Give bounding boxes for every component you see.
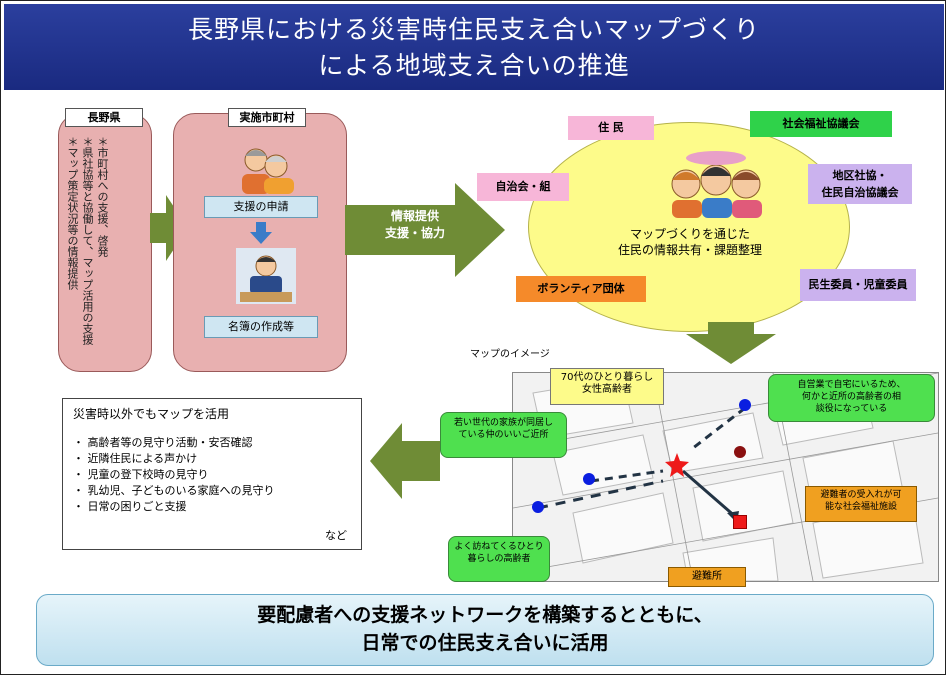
step-create-list: 名簿の作成等 [204, 316, 318, 338]
neighbor-marker [583, 473, 595, 485]
arrow-info-text: 情報提供 支援・協力 [360, 208, 470, 242]
conclusion-banner: 要配慮者への支援ネットワークを構築するとともに、 日常での住民支え合いに活用 [36, 594, 934, 666]
nagano-label: 長野県 [65, 108, 143, 127]
usage-etc: など [325, 529, 347, 542]
callout-elder: 70代のひとり暮らし 女性高齢者 [550, 368, 664, 405]
title-line2: による地域支え合いの推進 [318, 51, 630, 80]
residents-group-icon [671, 151, 762, 218]
arrow-down-icon [250, 222, 272, 244]
callout-facility: 避難者の受入れが可 能な社会福祉施設 [805, 486, 917, 522]
usage-item: ・ 近隣住民による声かけ [73, 452, 198, 465]
callout-visitor: よく訪ねてくるひとり 暮らしの高齢者 [448, 536, 550, 582]
usage-box: 災害時以外でもマップを活用 ・ 高齢者等の見守り活動・安否確認 ・ 近隣住民によ… [62, 398, 362, 550]
map-streets [513, 373, 938, 581]
conclusion-line2: 日常での住民支え合いに活用 [361, 632, 609, 654]
title-banner: 長野県における災害時住民支え合いマップづくり による地域支え合いの推進 [4, 4, 944, 90]
step-apply: 支援の申請 [204, 196, 318, 218]
self-employed-marker [739, 399, 751, 411]
nagano-item-3: ＊マップ策定状況等の情報提供 [66, 136, 79, 290]
usage-heading: 災害時以外でもマップを活用 [73, 407, 230, 421]
usage-item: ・ 日常の困りごと支援 [73, 500, 187, 513]
municipality-panel: 実施市町村 支援の申請 名簿の作成等 [173, 108, 347, 372]
usage-item: ・ 高齢者等の見守り活動・安否確認 [73, 436, 253, 449]
nagano-item-1: ＊市町村への支援、啓発 [96, 136, 109, 257]
tag-social-welfare-council: 社会福祉協議会 [750, 111, 892, 137]
facility-marker [734, 446, 746, 458]
usage-item: ・ 児童の登下校時の見守り [73, 468, 209, 481]
callout-young-family: 若い世代の家族が同居し ている仲のいいご近所 [440, 412, 567, 458]
tag-district-council: 地区社協・ 住民自治協議会 [808, 164, 912, 204]
tag-welfare-commissioners: 民生委員・児童委員 [800, 269, 916, 301]
arrow-down-large [686, 322, 776, 364]
municipality-label: 実施市町村 [228, 108, 306, 127]
elder-star-icon [665, 453, 689, 477]
tag-neighborhood-association: 自治会・組 [477, 173, 569, 201]
title-line1: 長野県における災害時住民支え合いマップづくり [187, 15, 760, 44]
usage-list: ・ 高齢者等の見守り活動・安否確認 ・ 近隣住民による声かけ ・ 児童の登下校時… [73, 435, 275, 515]
callout-shelter: 避難所 [668, 567, 746, 587]
nagano-items: ＊市町村への支援、啓発 ＊県社協等と協働して、マップ活用の支援 ＊マップ策定状況… [65, 136, 109, 361]
arrow-right-info [345, 183, 505, 277]
map-caption: マップのイメージ [470, 349, 550, 360]
usage-item: ・ 乳幼児、子どものいる家庭への見守り [73, 484, 275, 497]
clerk-icon [236, 248, 296, 304]
nagano-panel: 長野県 ＊市町村への支援、啓発 ＊県社協等と協働して、マップ活用の支援 ＊マップ… [58, 108, 152, 372]
visitor-marker [532, 501, 544, 513]
arrow-left [370, 423, 440, 499]
conclusion-line1: 要配慮者への支援ネットワークを構築するとともに、 [257, 604, 713, 626]
nagano-item-2: ＊県社協等と協働して、マップ活用の支援 [81, 136, 94, 345]
tag-volunteer-groups: ボランティア団体 [516, 276, 646, 302]
arrow-right-1 [150, 195, 188, 261]
arrow-info-line2: 支援・協力 [384, 226, 445, 240]
elderly-couple-icon [242, 148, 294, 194]
arrow-info-line1: 情報提供 [390, 209, 439, 223]
tag-residents: 住 民 [568, 116, 654, 140]
shelter-marker [733, 515, 747, 529]
community-center-text: マップづくりを通じた 住民の情報共有・課題整理 [617, 227, 762, 257]
callout-self-employed: 自営業で自宅にいるため、 何かと近所の高齢者の相 談役になっている [768, 374, 935, 422]
